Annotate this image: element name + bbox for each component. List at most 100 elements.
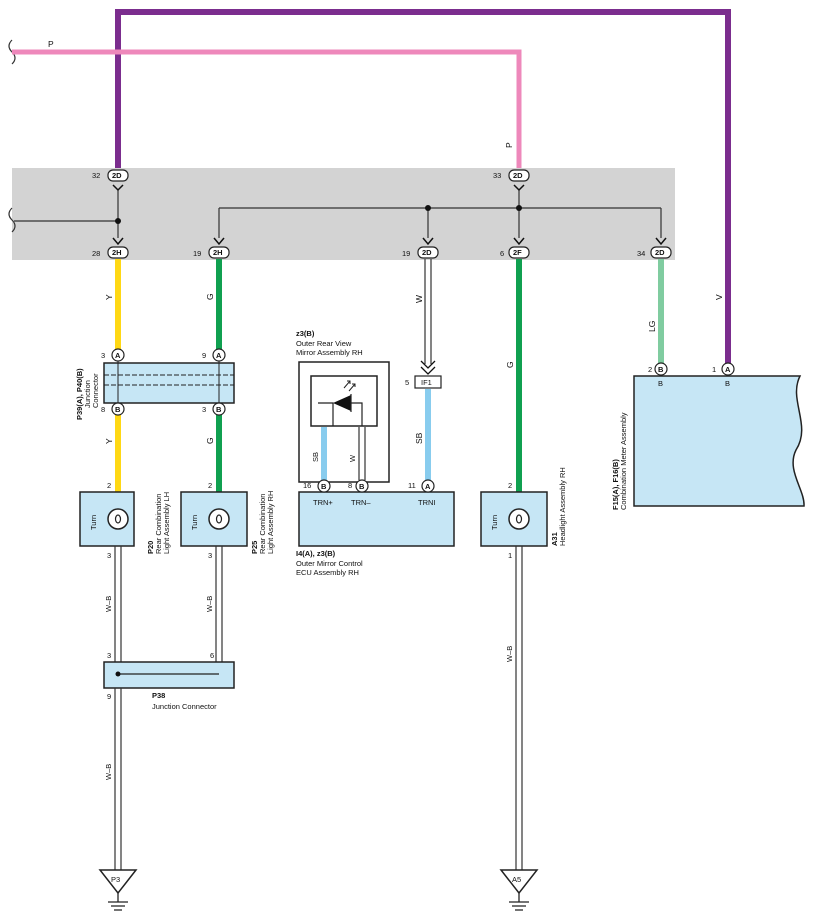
svg-text:P3: P3 xyxy=(111,875,120,884)
svg-text:TRNI: TRNI xyxy=(418,498,436,507)
label-wb1: W–B xyxy=(104,596,113,612)
meter-name: Combination Meter Assembly xyxy=(619,412,628,510)
led-icon xyxy=(333,395,351,411)
svg-text:Turn: Turn xyxy=(190,515,199,530)
svg-text:3: 3 xyxy=(202,405,206,414)
svg-text:11: 11 xyxy=(408,481,416,490)
svg-text:2: 2 xyxy=(208,481,212,490)
ecu-code: I4(A), z3(B) xyxy=(296,549,336,558)
mirror-code: z3(B) xyxy=(296,329,315,338)
svg-text:2H: 2H xyxy=(213,248,223,257)
svg-text:2: 2 xyxy=(648,365,652,374)
svg-text:33: 33 xyxy=(493,171,501,180)
label-v: V xyxy=(714,294,724,300)
svg-text:A5: A5 xyxy=(512,875,521,884)
if1-arrow xyxy=(420,360,436,375)
label-y1: Y xyxy=(104,294,114,300)
svg-text:8: 8 xyxy=(101,405,105,414)
lamp-p25-name-1: Rear Combination xyxy=(258,494,267,554)
svg-text:2D: 2D xyxy=(513,171,523,180)
svg-text:B: B xyxy=(725,379,730,388)
label-wb4: W–B xyxy=(505,646,514,662)
splice-dot xyxy=(516,205,522,211)
svg-text:A: A xyxy=(216,351,222,360)
bus-bottom-pin-28: 28 2H xyxy=(92,237,129,259)
svg-text:9: 9 xyxy=(202,351,206,360)
svg-text:3: 3 xyxy=(107,651,111,660)
svg-text:3: 3 xyxy=(107,551,111,560)
wire-violet xyxy=(115,9,731,364)
connector-bus xyxy=(12,168,675,260)
svg-text:2H: 2H xyxy=(112,248,122,257)
svg-text:32: 32 xyxy=(92,171,100,180)
svg-text:B: B xyxy=(321,482,327,491)
ground-p3: P3 xyxy=(98,869,138,911)
bus-bottom-pin-34: 34 2D xyxy=(637,237,672,259)
svg-text:1: 1 xyxy=(712,365,716,374)
lamp-p20-name-2: Light Assembly LH xyxy=(162,492,171,554)
svg-text:B: B xyxy=(359,482,365,491)
wire-white xyxy=(424,259,432,364)
bus-bottom-pin-19b: 19 2D xyxy=(402,237,439,259)
lamp-p25-name-2: Light Assembly RH xyxy=(266,491,275,554)
svg-text:Turn: Turn xyxy=(490,515,499,530)
label-w1: W xyxy=(414,295,424,303)
lamp-p20-code: P20 xyxy=(146,541,155,554)
label-g1: G xyxy=(205,293,215,300)
svg-text:34: 34 xyxy=(637,249,645,258)
label-sb1: SB xyxy=(414,432,424,444)
label-w-inner: W xyxy=(348,454,357,462)
svg-text:19: 19 xyxy=(402,249,410,258)
junction-code: P39(A), P40(B) xyxy=(75,368,84,420)
svg-text:A: A xyxy=(725,365,731,374)
wire-wb-p20 xyxy=(114,546,122,663)
svg-text:B: B xyxy=(216,405,222,414)
svg-text:TRN–: TRN– xyxy=(351,498,371,507)
bus-bottom-pin-19a: 19 2H xyxy=(193,237,230,259)
svg-text:5: 5 xyxy=(405,378,409,387)
junction-connector-p38: 3 6 9 P38 Junction Connector xyxy=(103,651,235,711)
label-y2: Y xyxy=(104,438,114,444)
label-lg: LG xyxy=(647,321,657,332)
label-g2: G xyxy=(505,361,515,368)
bus-top-pin-33: 33 2D xyxy=(493,169,530,192)
svg-text:2D: 2D xyxy=(655,248,665,257)
label-wb2: W–B xyxy=(205,596,214,612)
label-wb3: W–B xyxy=(104,764,113,780)
lamp-p20: 2 Turn 3 P20 Rear Combination Light Asse… xyxy=(79,481,171,560)
junction-connector-p39-p40: A 3 A 9 B 8 B 3 P39(A), P40(B) Junction … xyxy=(75,348,235,420)
svg-text:28: 28 xyxy=(92,249,100,258)
outer-rear-view-mirror: z3(B) Outer Rear View Mirror Assembly RH xyxy=(296,329,390,483)
lamp-p20-name-1: Rear Combination xyxy=(154,494,163,554)
label-g3: G xyxy=(205,437,215,444)
wire-white-inner xyxy=(358,427,366,480)
if1-connector: 5 IF1 xyxy=(405,375,442,389)
ecu-name-1: Outer Mirror Control xyxy=(296,559,363,568)
svg-text:8: 8 xyxy=(348,481,352,490)
svg-text:Turn: Turn xyxy=(89,515,98,530)
splice-dot xyxy=(115,218,121,224)
svg-text:3: 3 xyxy=(208,551,212,560)
lamp-a31-name: Headlight Assembly RH xyxy=(558,467,567,546)
ecu-name-2: ECU Assembly RH xyxy=(296,568,359,577)
svg-text:B: B xyxy=(658,365,664,374)
svg-text:TRN+: TRN+ xyxy=(313,498,333,507)
svg-text:19: 19 xyxy=(193,249,201,258)
svg-text:2F: 2F xyxy=(513,248,522,257)
svg-text:1: 1 xyxy=(508,551,512,560)
bus-bottom-pin-6: 6 2F xyxy=(500,237,530,259)
bus-top-pin-32: 32 2D xyxy=(92,169,129,192)
svg-text:2: 2 xyxy=(508,481,512,490)
svg-text:2: 2 xyxy=(107,481,111,490)
svg-text:IF1: IF1 xyxy=(421,378,432,387)
p38-name: Junction Connector xyxy=(152,702,217,711)
lamp-a31-code: A31 xyxy=(550,532,559,546)
meter-code: F15(A), F16(B) xyxy=(611,459,620,510)
svg-text:A: A xyxy=(425,482,431,491)
wire-label-p-left: P xyxy=(48,39,54,49)
label-sb-inner: SB xyxy=(311,452,320,462)
wire-label-p-right: P xyxy=(504,142,514,148)
bus-internal-wiring xyxy=(14,190,662,238)
